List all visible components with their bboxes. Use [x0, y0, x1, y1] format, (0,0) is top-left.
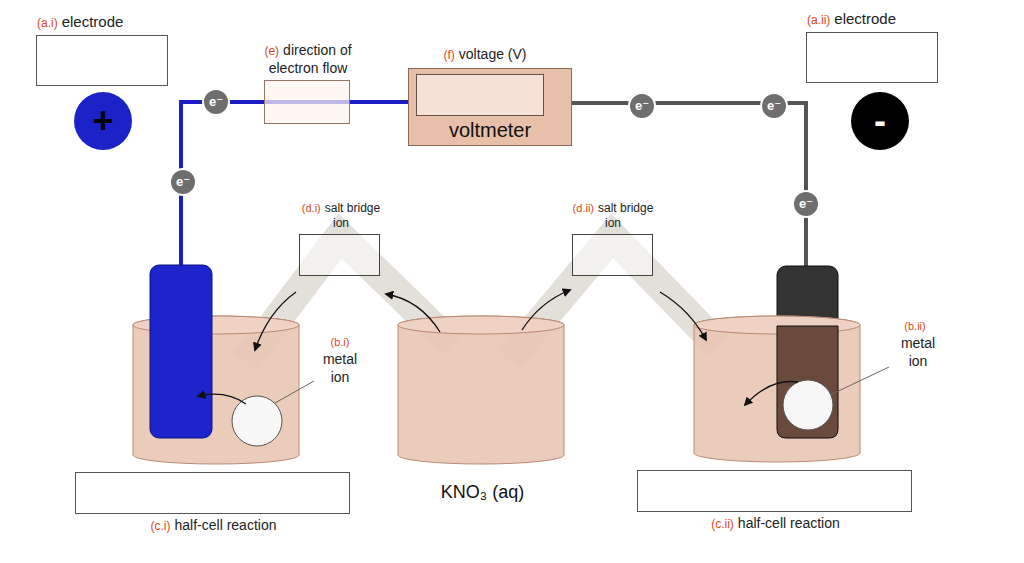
ion-arrow [198, 394, 246, 404]
sign-symbol: - [860, 101, 900, 141]
solution-name: KNO₃ (aq) [420, 479, 545, 505]
half-cell-box: (c.i)half-cell reaction [75, 472, 350, 514]
beaker [398, 316, 564, 464]
electrode-rod [777, 266, 838, 438]
electrode-box: (a.ii)electrode [806, 32, 938, 83]
callout-number: (a.i) [37, 16, 58, 30]
part-name: half-cell reaction [175, 517, 277, 533]
box-heading: (c.i) half-cell reaction [76, 517, 351, 535]
electron-label: e⁻ [761, 93, 787, 119]
part-name: half-cell reaction [738, 515, 840, 531]
box-heading: (f) voltage (V) [395, 46, 575, 64]
salt-bridge-ion-box: (d.i)salt bridge ion [299, 234, 380, 276]
direction-box: (e)direction of electron flow [264, 80, 350, 124]
leader-line [275, 381, 314, 403]
part-name: metal ion [890, 334, 946, 370]
electron-label: e⁻ [170, 169, 196, 195]
voltmeter: (f)voltage (V)voltmeter [408, 68, 572, 146]
box-heading: (c.ii) half-cell reaction [638, 515, 913, 533]
box-heading: (a.ii) electrode [807, 10, 977, 29]
flow-arrow [660, 292, 706, 340]
callout-number: (b.i) [315, 334, 365, 350]
callout-number: (c.ii) [711, 517, 734, 531]
beaker [694, 316, 860, 462]
callout-number: (d.ii) [573, 202, 594, 214]
metal-ion [783, 380, 833, 430]
electron-label: e⁻ [793, 191, 819, 217]
part-name: salt bridge ion [598, 201, 653, 230]
metal-ion [232, 396, 282, 446]
part-name: electrode [834, 10, 896, 27]
part-name: salt bridge ion [325, 201, 380, 230]
callout-number: (f) [443, 48, 454, 62]
display-window [416, 74, 544, 116]
callout-number: (d.i) [302, 202, 321, 214]
box-heading: (d.ii) salt bridge ion [563, 201, 663, 231]
flow-arrow [255, 292, 296, 350]
part-name: metal ion [312, 350, 368, 386]
electron-label: e⁻ [629, 93, 655, 119]
device-name: voltmeter [409, 118, 571, 142]
electron-label: e⁻ [203, 89, 229, 115]
leader-line [830, 367, 889, 395]
flow-arrow [386, 294, 440, 332]
electrode-box: (a.i)electrode [36, 35, 168, 86]
part-name: voltage (V) [459, 46, 527, 62]
electrode-rod [150, 265, 212, 438]
box-heading: (e)direction of electron flow [248, 42, 368, 77]
negative-terminal [851, 92, 909, 150]
callout-number: (a.ii) [807, 13, 830, 27]
ion-arrow [745, 381, 798, 405]
salt-bridge-ion-box: (d.ii)salt bridge ion [572, 234, 653, 276]
callout-number: (b.ii) [890, 318, 940, 334]
callout-number: (c.i) [151, 519, 171, 533]
box-heading: (a.i) electrode [37, 13, 207, 32]
box-heading: (d.i) salt bridge ion [293, 201, 389, 231]
part-name: electrode [62, 13, 124, 30]
positive-terminal [74, 92, 132, 150]
flow-arrow [522, 290, 570, 330]
wire-connector [350, 100, 408, 104]
callout-number: (e) [264, 44, 279, 58]
part-name: direction of electron flow [269, 42, 352, 76]
half-cell-box: (c.ii)half-cell reaction [637, 470, 912, 512]
sign-symbol: + [83, 101, 123, 141]
